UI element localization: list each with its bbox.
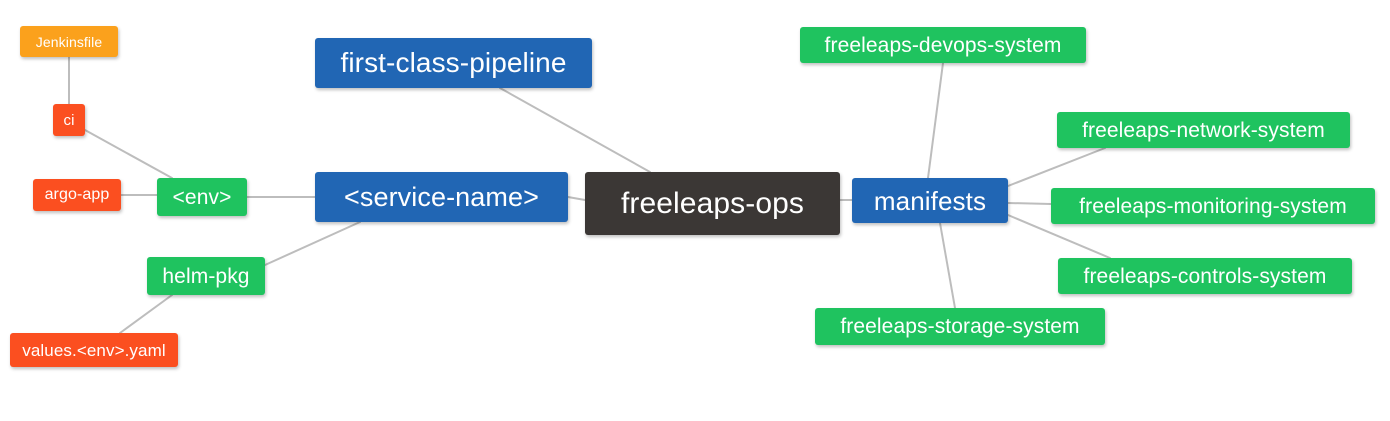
mindmap-node-argo-app[interactable]: argo-app — [33, 179, 121, 211]
edge-manifests-to-freeleaps-monitoring-system — [1007, 202, 1052, 205]
mindmap-node-freeleaps-ops[interactable]: freeleaps-ops — [585, 172, 840, 235]
edge-helm-pkg-to-values-env-yaml — [119, 294, 173, 334]
mindmap-node-freeleaps-monitoring-system[interactable]: freeleaps-monitoring-system — [1051, 188, 1375, 224]
edge-service-name-to-helm-pkg — [264, 221, 361, 266]
edge-first-class-pipeline-to-freeleaps-ops — [499, 87, 651, 173]
mindmap-node-env[interactable]: <env> — [157, 178, 247, 216]
edge-manifests-to-freeleaps-network-system — [1007, 147, 1106, 187]
mindmap-node-manifests[interactable]: manifests — [852, 178, 1008, 223]
mindmap-node-jenkinsfile[interactable]: Jenkinsfile — [20, 26, 118, 57]
mindmap-node-freeleaps-storage-system[interactable]: freeleaps-storage-system — [815, 308, 1105, 345]
edge-service-name-to-freeleaps-ops — [567, 196, 586, 201]
mindmap-node-freeleaps-network-system[interactable]: freeleaps-network-system — [1057, 112, 1350, 148]
mindmap-node-service-name[interactable]: <service-name> — [315, 172, 568, 222]
mindmap-node-ci[interactable]: ci — [53, 104, 85, 136]
edge-manifests-to-freeleaps-storage-system — [939, 222, 956, 309]
edge-manifests-to-freeleaps-controls-system — [1007, 214, 1111, 259]
mindmap-node-values-env-yaml[interactable]: values.<env>.yaml — [10, 333, 178, 367]
mindmap-node-first-class-pipeline[interactable]: first-class-pipeline — [315, 38, 592, 88]
edge-manifests-to-freeleaps-devops-system — [927, 62, 944, 179]
mindmap-node-helm-pkg[interactable]: helm-pkg — [147, 257, 265, 295]
mindmap-node-freeleaps-devops-system[interactable]: freeleaps-devops-system — [800, 27, 1086, 63]
edge-ci-to-env — [84, 129, 173, 179]
mindmap-node-freeleaps-controls-system[interactable]: freeleaps-controls-system — [1058, 258, 1352, 294]
